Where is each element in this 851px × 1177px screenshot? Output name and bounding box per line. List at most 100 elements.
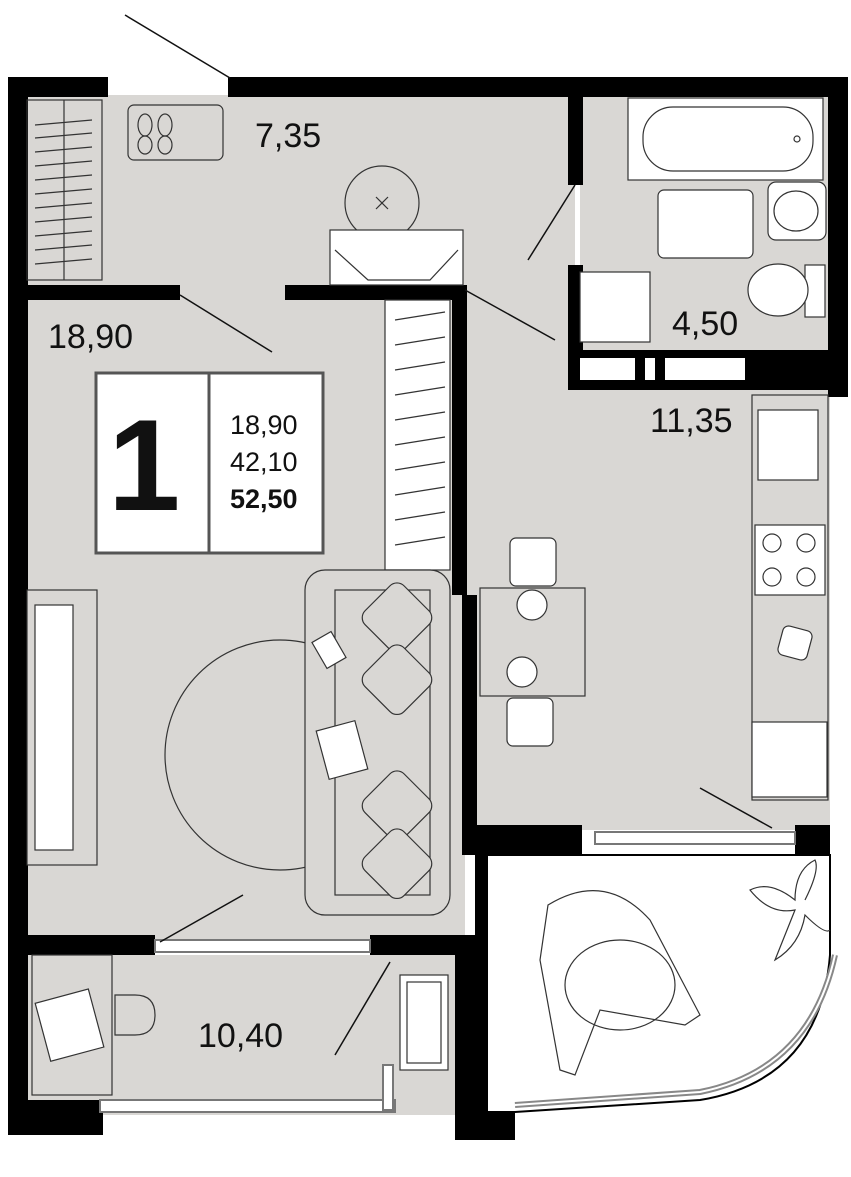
closet-hangers — [394, 311, 446, 546]
summary-area-excl: 42,10 — [230, 447, 298, 477]
balcony-outline — [486, 854, 831, 1113]
wall-right — [828, 77, 848, 397]
kitchen-furniture — [479, 394, 829, 801]
burner-icon — [762, 533, 782, 553]
wall-hall-living-2 — [285, 285, 465, 300]
cushion — [361, 828, 433, 900]
hanger — [34, 174, 93, 181]
kettle-icon — [777, 625, 813, 661]
cushion — [361, 770, 433, 842]
walls — [8, 77, 848, 1140]
desk-chair — [114, 994, 156, 1036]
rooms-count: 1 — [108, 392, 180, 538]
hanger — [394, 336, 446, 346]
shoe-icon — [137, 135, 153, 155]
wall-living-kitchen-2 — [462, 595, 477, 835]
hanger — [394, 311, 446, 321]
bath-mat — [657, 189, 754, 259]
lamp-cross — [375, 196, 389, 210]
wall-loggia-bottom-left — [8, 1100, 103, 1135]
hanger — [394, 411, 446, 421]
hanging-chair-seat — [564, 939, 676, 1031]
closet-living — [384, 299, 451, 571]
living-furniture — [26, 299, 451, 916]
kitchen-area-label: 11,35 — [650, 402, 733, 440]
entrance-door — [124, 14, 231, 79]
door-swings — [124, 14, 773, 1056]
wall-living-bottom — [25, 935, 155, 955]
hallway-furniture — [26, 99, 464, 286]
hanger — [394, 361, 446, 371]
hanger — [394, 436, 446, 446]
hanger — [34, 230, 93, 237]
washing-machine — [579, 271, 651, 343]
chair — [506, 697, 554, 747]
wall-top-right — [228, 77, 833, 97]
living-door — [179, 294, 273, 353]
wall-living-kitchen — [452, 285, 467, 595]
chair — [509, 537, 557, 587]
cushion — [361, 582, 433, 654]
hanger — [34, 146, 93, 153]
hanger — [34, 119, 93, 126]
kitchen-door — [464, 289, 556, 341]
hangers — [34, 119, 93, 265]
hanger — [34, 132, 93, 139]
tv — [34, 604, 74, 851]
hanger — [34, 258, 93, 265]
balcony-furniture — [539, 859, 831, 1076]
loggia-cabinet-inner — [406, 981, 442, 1064]
room-labels: 7,35 18,90 4,50 11,35 10,40 — [48, 117, 738, 1055]
living-area-label: 18,90 — [48, 318, 133, 356]
wall-bath-left-bottom — [568, 265, 583, 355]
shoe-icon — [157, 135, 173, 155]
kitchen-corridor-floor — [465, 295, 575, 390]
burner-icon — [796, 567, 816, 587]
bathroom-area-label: 4,50 — [672, 305, 738, 343]
hanging-chair — [539, 889, 701, 1076]
toilet-bowl — [747, 263, 809, 317]
bathroom-fixtures — [579, 97, 827, 343]
hanger — [34, 216, 93, 223]
wall-bath-left-top — [568, 95, 583, 185]
bathtub-drain-icon — [793, 135, 801, 143]
wall-hall-living — [25, 285, 180, 300]
fridge — [751, 721, 828, 798]
loggia-door — [334, 961, 391, 1056]
hanger — [34, 160, 93, 167]
window-living — [154, 939, 371, 953]
laptop-icon — [34, 988, 105, 1062]
hanger — [34, 244, 93, 251]
summary-living-area: 18,90 — [230, 410, 298, 440]
wall-bath-bottom-gap-1 — [580, 358, 635, 380]
wall-balcony-left — [475, 850, 487, 1100]
loggia-area-label: 10,40 — [198, 1017, 283, 1055]
hanger — [394, 461, 446, 471]
wall-bath-bottom-gap-2 — [645, 358, 655, 380]
window-loggia-side — [382, 1064, 394, 1111]
hanger — [394, 536, 446, 546]
bathtub-inner — [642, 106, 814, 172]
shoe-mat — [127, 104, 224, 161]
summary-box: 1 18,90 42,10 52,50 — [94, 371, 325, 555]
wall-kitchen-bottom-right — [795, 825, 830, 855]
plant-icon — [749, 859, 831, 962]
window-kitchen — [594, 831, 796, 845]
plate-icon — [516, 589, 548, 621]
bathroom-door — [527, 184, 576, 261]
wall-left — [8, 77, 28, 1132]
stove — [754, 524, 826, 596]
hallway-floor — [25, 95, 575, 295]
balcony — [486, 854, 838, 1113]
wall-top-left — [8, 77, 108, 97]
dresser-detail — [334, 249, 459, 281]
hanger — [394, 486, 446, 496]
burner-icon — [796, 533, 816, 553]
hanger — [394, 511, 446, 521]
kitchen-sink — [757, 409, 819, 481]
living-loggia-door — [159, 894, 244, 943]
cushion — [361, 644, 433, 716]
wall-bath-bottom-gap-3 — [665, 358, 745, 380]
loggia-cabinet — [399, 974, 449, 1071]
